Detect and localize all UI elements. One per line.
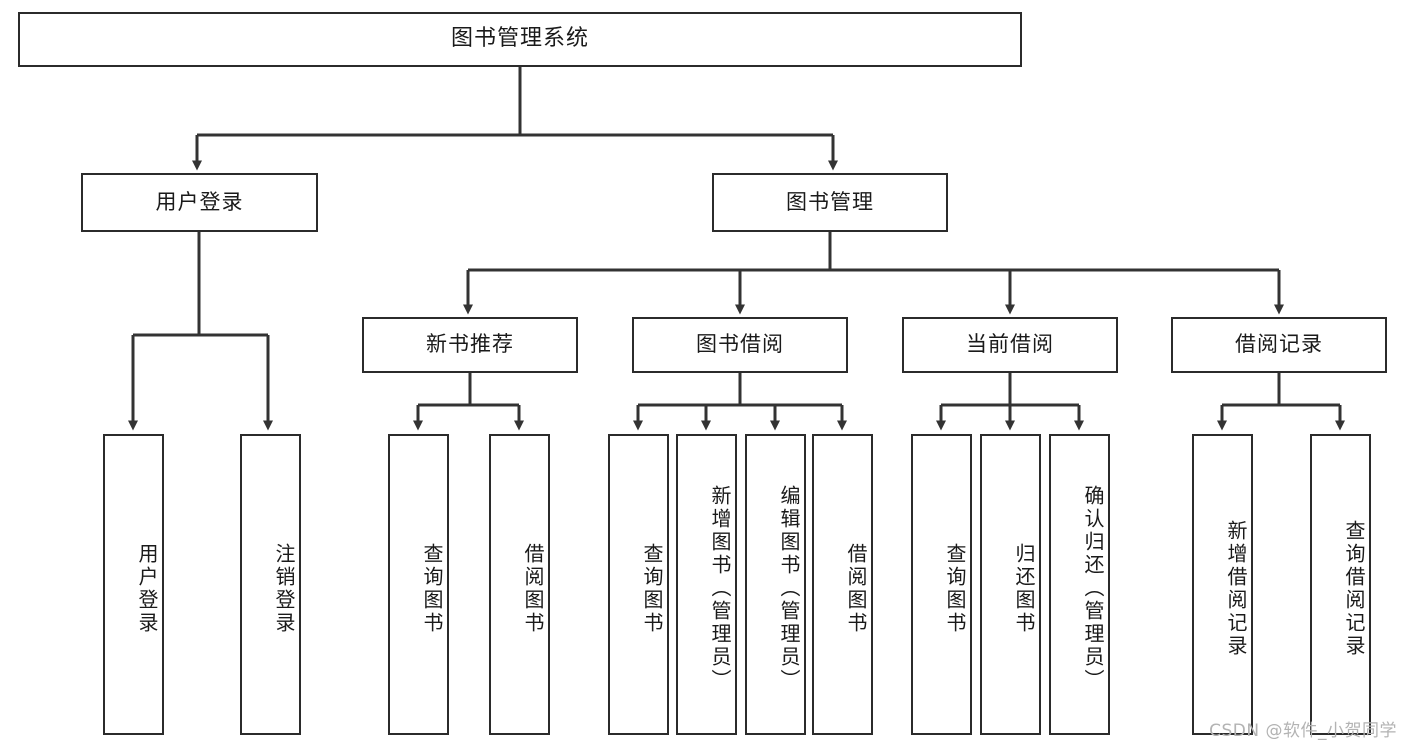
node-label: 查询图书 xyxy=(420,542,444,635)
node-book-borrow[interactable]: 图书借阅 xyxy=(632,317,848,373)
node-leaf-add-book[interactable]: 新增图书（管理员） xyxy=(676,434,737,735)
node-label: 借阅图书 xyxy=(521,542,545,635)
node-label: 查询图书 xyxy=(640,542,664,635)
node-label: 当前借阅 xyxy=(966,332,1054,357)
node-label: 归还图书 xyxy=(1012,542,1036,635)
node-label: 新书推荐 xyxy=(426,332,514,357)
node-leaf-return-book[interactable]: 归还图书 xyxy=(980,434,1041,735)
node-label: 用户登录 xyxy=(155,189,244,214)
node-label: 确认归还（管理员） xyxy=(1081,485,1105,692)
node-book-management[interactable]: 图书管理 xyxy=(712,173,948,232)
node-leaf-edit-book[interactable]: 编辑图书（管理员） xyxy=(745,434,806,735)
node-current-borrow[interactable]: 当前借阅 xyxy=(902,317,1118,373)
node-label: 图书管理 xyxy=(786,189,874,214)
node-leaf-query-book-3[interactable]: 查询图书 xyxy=(911,434,972,735)
node-label: 查询借阅记录 xyxy=(1342,519,1366,658)
node-label: 编辑图书（管理员） xyxy=(777,485,801,692)
node-label: 查询图书 xyxy=(943,542,967,635)
node-leaf-borrow-book-1[interactable]: 借阅图书 xyxy=(489,434,550,735)
node-leaf-query-book-2[interactable]: 查询图书 xyxy=(608,434,669,735)
node-leaf-borrow-book-2[interactable]: 借阅图书 xyxy=(812,434,873,735)
node-leaf-query-record[interactable]: 查询借阅记录 xyxy=(1310,434,1371,735)
node-leaf-add-record[interactable]: 新增借阅记录 xyxy=(1192,434,1253,735)
node-borrow-record[interactable]: 借阅记录 xyxy=(1171,317,1387,373)
node-leaf-user-login[interactable]: 用户登录 xyxy=(103,434,164,735)
node-root[interactable]: 图书管理系统 xyxy=(18,12,1022,67)
node-leaf-query-book-1[interactable]: 查询图书 xyxy=(388,434,449,735)
node-label: 注销登录 xyxy=(272,542,296,635)
node-label: 借阅图书 xyxy=(844,542,868,635)
node-leaf-logout-login[interactable]: 注销登录 xyxy=(240,434,301,735)
node-label: 图书管理系统 xyxy=(450,26,589,52)
node-leaf-confirm-return[interactable]: 确认归还（管理员） xyxy=(1049,434,1110,735)
node-label: 用户登录 xyxy=(135,542,159,635)
node-label: 新增借阅记录 xyxy=(1224,519,1248,658)
node-label: 借阅记录 xyxy=(1235,332,1323,357)
node-user-login[interactable]: 用户登录 xyxy=(81,173,318,232)
node-label: 图书借阅 xyxy=(696,332,784,357)
watermark: CSDN @软件_小贺同学 xyxy=(1209,721,1397,741)
node-label: 新增图书（管理员） xyxy=(708,485,732,692)
node-new-book-recommend[interactable]: 新书推荐 xyxy=(362,317,578,373)
